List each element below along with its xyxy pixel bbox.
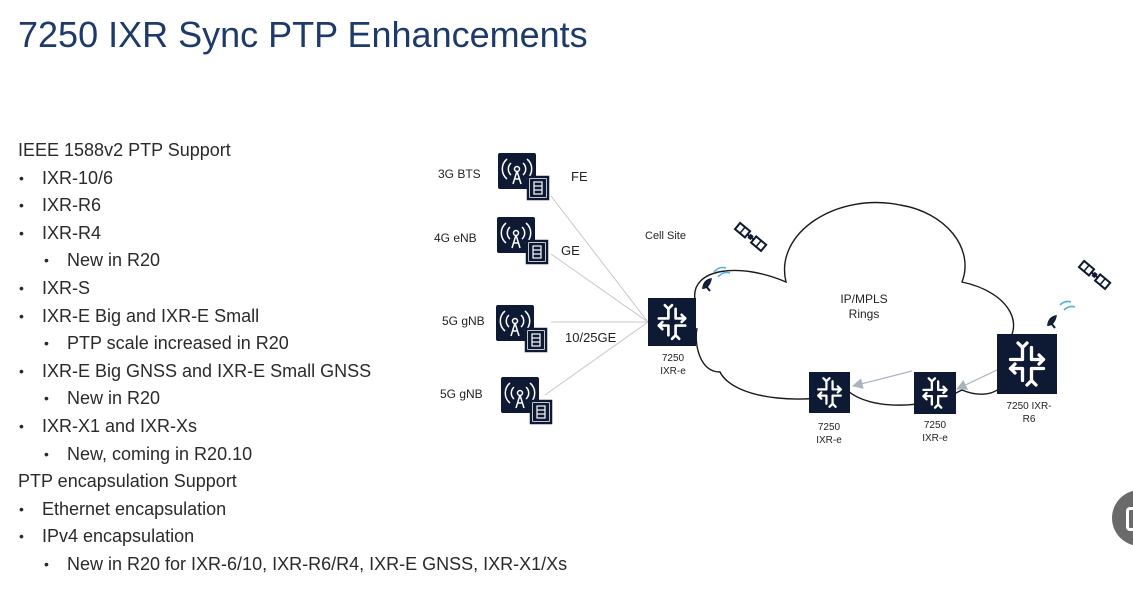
cloud-label: Rings xyxy=(849,307,880,321)
base-station-label: 4G eNB xyxy=(434,231,477,245)
ptp-arrows xyxy=(851,369,998,390)
link-line xyxy=(544,321,649,396)
link-type-label: 10/25GE xyxy=(565,330,617,345)
bullet-subitem: New in R20 for IXR-6/10, IXR-R6/R4, IXR-… xyxy=(18,551,578,579)
gnss-signal-icon xyxy=(713,266,731,278)
router-label: 7250 IXR- xyxy=(1006,401,1051,412)
base-station-icon xyxy=(495,305,548,353)
bullet-item: IXR-10/6 xyxy=(18,165,578,193)
bullet-item: IXR-E Big GNSS and IXR-E Small GNSS xyxy=(18,358,578,386)
fronthaul-links xyxy=(544,195,649,396)
bullet-heading: PTP encapsulation Support xyxy=(18,471,237,492)
bullet-item: IXR-R4 xyxy=(18,220,578,248)
bullet-list: IEEE 1588v2 PTP Support IXR-10/6 IXR-R6 … xyxy=(18,137,578,579)
base-station-label: 5G gNB xyxy=(440,387,483,401)
cell-site-label: Cell Site xyxy=(645,230,686,242)
router-label: 7250 xyxy=(818,422,841,433)
cloud-label: IP/MPLS xyxy=(840,292,887,306)
link-line xyxy=(550,195,649,323)
router-label: R6 xyxy=(1023,414,1036,425)
arrow-line xyxy=(851,370,913,389)
router-icon xyxy=(648,298,696,346)
router-label: 7250 xyxy=(924,420,947,431)
link-type-label: GE xyxy=(561,243,580,258)
bullet-item: IXR-S xyxy=(18,275,578,303)
page-title: 7250 IXR Sync PTP Enhancements xyxy=(18,14,588,55)
base-station-label: 3G BTS xyxy=(438,167,481,181)
base-station-icon xyxy=(496,217,549,265)
bullet-item: IPv4 encapsulation xyxy=(18,523,578,551)
arrow-line xyxy=(956,369,998,390)
router-label: 7250 xyxy=(662,353,685,364)
base-station-icon xyxy=(497,153,550,201)
satellite-icon xyxy=(733,221,768,252)
router-label: IXR-e xyxy=(816,435,842,446)
dish-antenna-icon xyxy=(1046,314,1058,329)
router-label: IXR-e xyxy=(922,433,948,444)
bullet-heading: IEEE 1588v2 PTP Support xyxy=(18,140,231,160)
bullet-item: IXR-X1 and IXR-Xs xyxy=(18,413,578,441)
gnss-signal-icon xyxy=(1059,300,1076,311)
router-icon xyxy=(997,334,1057,394)
bullet-subitem: New in R20 xyxy=(18,247,578,275)
router-icon xyxy=(809,372,850,413)
link-type-label: FE xyxy=(571,169,588,184)
base-station-icon xyxy=(500,377,553,425)
bullet-item: IXR-R6 xyxy=(18,192,578,220)
bullet-item: IXR-E Big and IXR-E Small xyxy=(18,303,578,331)
router-label: IXR-e xyxy=(660,366,686,377)
bullet-subitem: PTP scale increased in R20 xyxy=(18,330,578,358)
bullet-subitem: New, coming in R20.10 xyxy=(18,441,578,469)
floating-action-button[interactable] xyxy=(1112,490,1133,546)
base-station-label: 5G gNB xyxy=(442,314,485,328)
router-icon xyxy=(914,372,956,414)
link-line xyxy=(550,253,649,323)
bullet-item: Ethernet encapsulation xyxy=(18,496,578,524)
satellite-icon xyxy=(1077,259,1112,290)
bullet-subitem: New in R20 xyxy=(18,385,578,413)
